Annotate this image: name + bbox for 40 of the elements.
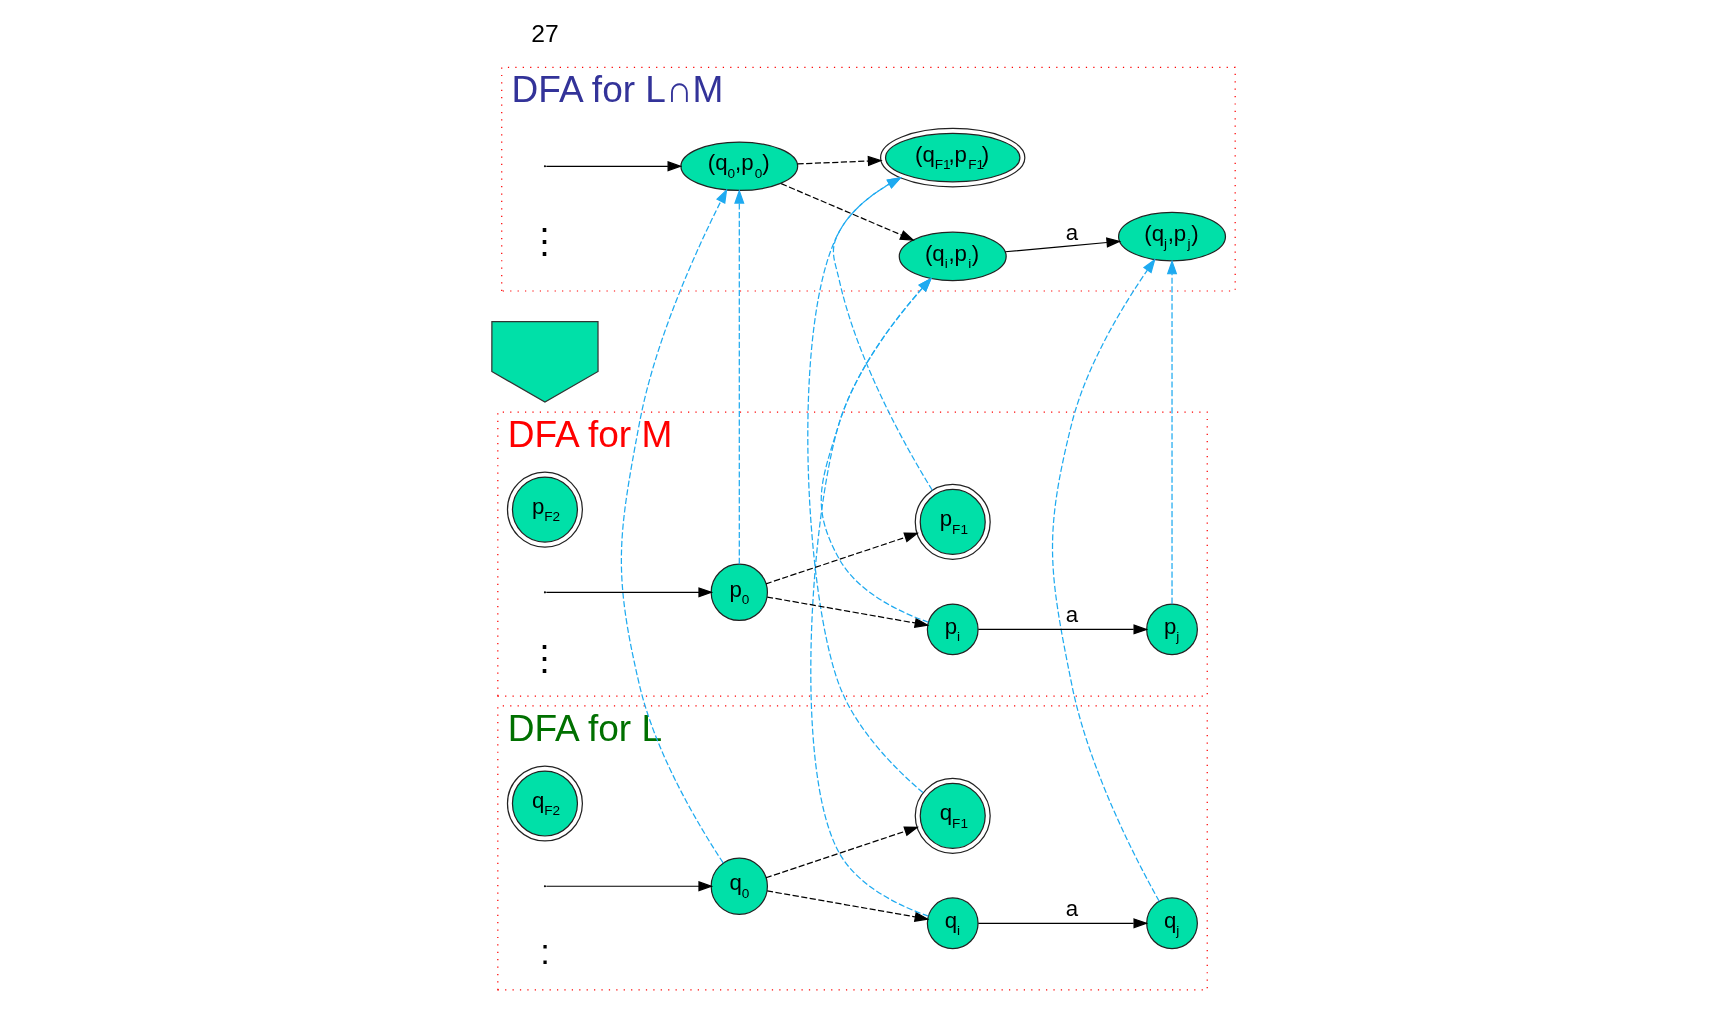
arrow — [545, 161, 682, 172]
arrow — [820, 277, 932, 623]
label: ⋮ — [526, 221, 562, 260]
arrow — [1004, 237, 1121, 253]
node-ellipse: (q$_{j}$,p$_{j}$) — [1117, 211, 1226, 262]
arrow — [977, 918, 1148, 929]
node-circle: q$_{F2}$ — [506, 765, 583, 842]
node-circle: q$_{j}$ — [1145, 897, 1198, 950]
arrow — [977, 624, 1148, 635]
node-circle: q$_{0}$ — [710, 857, 768, 915]
arrow — [780, 183, 915, 241]
node-circle: p$_{F2}$ — [506, 471, 583, 548]
node-arrow — [490, 321, 599, 403]
arrow — [545, 587, 713, 598]
node-circle: p$_{i}$ — [926, 603, 979, 656]
edge-label: a — [1065, 602, 1078, 628]
arrow — [809, 277, 932, 917]
arrow — [832, 177, 933, 491]
label: : — [539, 932, 550, 971]
edge-label: a — [1065, 219, 1078, 245]
arrow — [545, 881, 713, 892]
node-circle: q$_{F1}$ — [914, 777, 991, 854]
arrow — [764, 532, 919, 585]
arrow — [766, 890, 929, 922]
node-circle: p$_{j}$ — [1145, 603, 1198, 656]
arrow — [1166, 259, 1177, 605]
arrow — [733, 188, 744, 565]
arrow — [1051, 258, 1160, 902]
arrow — [796, 155, 883, 167]
arrow — [766, 596, 929, 629]
node-circle: p$_{0}$ — [710, 563, 768, 622]
node-ellipse: (q$_{0}$,p$_{0}$) — [679, 141, 798, 192]
edge-label: a — [1065, 896, 1078, 922]
arrow — [620, 188, 727, 864]
arrow — [806, 177, 923, 794]
node-circle: q$_{i}$ — [926, 897, 979, 950]
label: 27 — [530, 19, 559, 47]
arrow — [764, 826, 919, 879]
node-circle: p$_{F1}$ — [914, 483, 991, 560]
label: ⋮ — [526, 639, 562, 678]
